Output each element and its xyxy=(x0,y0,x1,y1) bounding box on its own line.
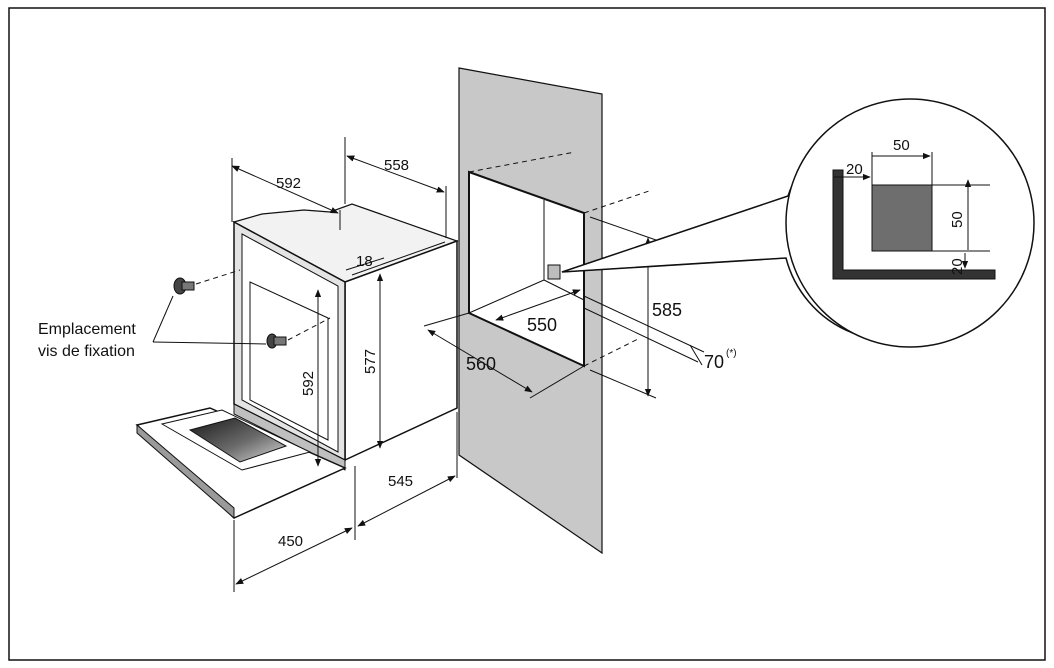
dim-base-depth: 545 xyxy=(388,473,413,490)
door-glass xyxy=(188,417,288,463)
dim-detail-height: 50 xyxy=(949,211,966,228)
dim-oven-height-front: 592 xyxy=(300,371,317,396)
oven-body xyxy=(135,203,459,520)
dim-rear-gap: 70 xyxy=(704,352,724,372)
dim-niche-height: 585 xyxy=(652,300,682,320)
socket-box xyxy=(547,264,561,280)
dim-detail-left-offset: 20 xyxy=(846,161,863,178)
wall-panel xyxy=(458,67,653,555)
detail-square xyxy=(871,184,933,252)
screw-icon xyxy=(173,269,241,295)
dim-niche-width: 550 xyxy=(527,315,557,335)
dim-detail-top-width: 50 xyxy=(893,137,910,154)
dim-detail-bottom-offset: 20 xyxy=(949,258,966,275)
screw-location-label-2: vis de fixation xyxy=(38,343,135,360)
frame-border xyxy=(8,7,1046,661)
dim-oven-width: 592 xyxy=(276,175,301,192)
dim-oven-depth: 558 xyxy=(384,157,409,174)
detail-callout xyxy=(561,98,1035,348)
dim-oven-height-side: 577 xyxy=(362,349,379,374)
dim-panel-thickness: 18 xyxy=(356,253,373,270)
dim-door-depth: 450 xyxy=(278,533,303,550)
screw-icon-2 xyxy=(266,317,331,349)
screw-location-label: Emplacement xyxy=(38,321,136,338)
dim-niche-depth: 560 xyxy=(466,354,496,374)
dim-rear-gap-note: (*) xyxy=(726,348,737,359)
